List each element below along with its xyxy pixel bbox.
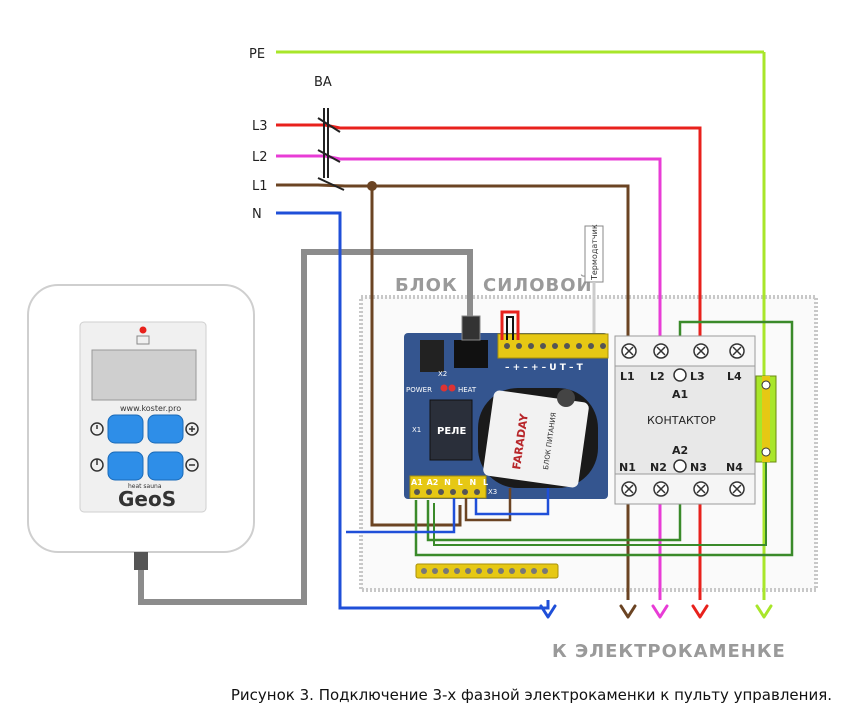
svg-text:N2: N2 bbox=[650, 461, 667, 474]
svg-text:Термодатчик: Термодатчик bbox=[590, 224, 599, 281]
breaker-switch bbox=[317, 108, 345, 191]
contactor: L1 L2 L3 L4 A1 КОНТАКТОР A2 N1 N2 N3 N4 bbox=[614, 335, 756, 505]
clock-icon bbox=[90, 422, 104, 436]
svg-text:X2: X2 bbox=[438, 370, 447, 378]
brand-logo: GeoS bbox=[118, 487, 176, 511]
signal-cable bbox=[138, 249, 473, 605]
svg-text:X3: X3 bbox=[488, 488, 497, 496]
plus-icon bbox=[185, 422, 199, 436]
neutral-busbar bbox=[415, 563, 559, 579]
l1-junction bbox=[367, 181, 377, 191]
power-module: FARADAY БЛОК ПИТАНИЯ bbox=[478, 388, 598, 488]
temperature-sensor: Термодатчик bbox=[584, 224, 604, 340]
svg-text:КОНТАКТОР: КОНТАКТОР bbox=[647, 414, 716, 427]
minus-button[interactable] bbox=[147, 451, 184, 481]
pe-terminal bbox=[755, 375, 777, 463]
svg-text:HEAT: HEAT bbox=[458, 386, 477, 394]
l1-wire bbox=[276, 183, 630, 600]
block-title-part2: СИЛОВОЙ bbox=[483, 274, 593, 296]
power-led bbox=[139, 326, 147, 334]
svg-text:L3: L3 bbox=[690, 370, 705, 383]
svg-text:N1: N1 bbox=[619, 461, 636, 474]
svg-text:X1: X1 bbox=[412, 426, 421, 434]
control-panel: www.koster.pro heat sauna GeoS bbox=[27, 284, 255, 570]
svg-text:A2: A2 bbox=[672, 444, 688, 457]
l3-wire bbox=[276, 123, 702, 600]
svg-text:POWER: POWER bbox=[406, 386, 432, 394]
l2-label: L2 bbox=[252, 150, 268, 165]
panel-url: www.koster.pro bbox=[120, 404, 181, 413]
svg-text:L1: L1 bbox=[620, 370, 635, 383]
timer-button[interactable] bbox=[107, 414, 144, 444]
l2-wire bbox=[276, 154, 662, 600]
display-screen bbox=[91, 349, 197, 401]
n-wire bbox=[276, 211, 550, 610]
n-label: N bbox=[252, 207, 262, 222]
svg-text:L2: L2 bbox=[650, 370, 665, 383]
brand-small: heat sauna bbox=[128, 483, 162, 490]
pe-busbar-link bbox=[433, 430, 767, 546]
minus-icon bbox=[185, 458, 199, 472]
svg-text:N3: N3 bbox=[690, 461, 707, 474]
pe-label: PE bbox=[249, 47, 265, 62]
block-title-part1: БЛОК bbox=[395, 275, 458, 296]
breaker-label: ВА bbox=[314, 75, 332, 90]
relay-component bbox=[429, 399, 473, 461]
plus-button[interactable] bbox=[147, 414, 184, 444]
svg-text:A1 A2 N L: A1 A2 N L N L bbox=[411, 478, 488, 487]
svg-text:РЕЛЕ: РЕЛЕ bbox=[437, 426, 466, 437]
output-label: К ЭЛЕКТРОКАМЕНКЕ bbox=[552, 641, 786, 662]
relay-board: – + – + – U T – T X2 POWER HEAT РЕЛЕ X1 … bbox=[346, 310, 609, 534]
power-button[interactable] bbox=[107, 451, 144, 481]
svg-text:L4: L4 bbox=[727, 370, 742, 383]
l3-label: L3 bbox=[252, 119, 268, 134]
svg-text:N4: N4 bbox=[726, 461, 743, 474]
svg-text:A1: A1 bbox=[672, 388, 688, 401]
l1-label: L1 bbox=[252, 179, 268, 194]
output-arrows bbox=[539, 604, 773, 619]
figure-caption: Рисунок 3. Подключение 3-х фазной электр… bbox=[230, 686, 832, 704]
panel-cable-connector bbox=[134, 552, 148, 570]
control-wire-a1 bbox=[414, 320, 794, 557]
svg-text:– + – + – U T – T: – + – + – U T – T bbox=[505, 363, 584, 373]
